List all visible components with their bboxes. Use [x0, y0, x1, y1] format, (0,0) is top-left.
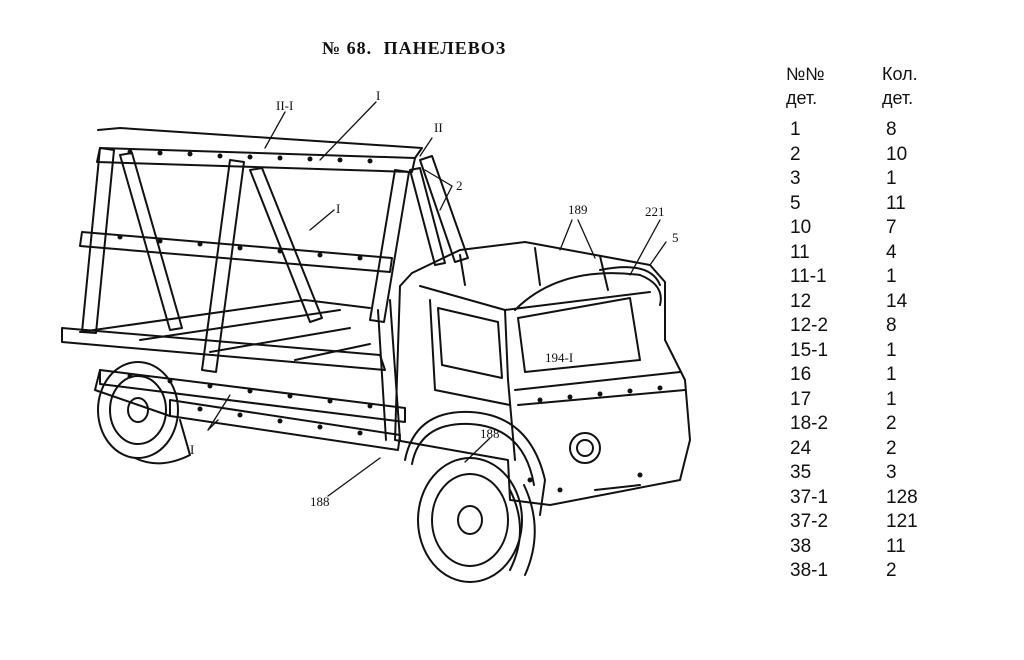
part-number: 16 — [790, 364, 812, 385]
part-number: 11 — [790, 241, 810, 263]
callout-label: 188 — [310, 494, 330, 509]
quantity: 3 — [886, 462, 897, 483]
part-number: 37-2 — [790, 511, 829, 532]
front-wheel — [417, 457, 536, 583]
table-row: 24 2 — [786, 437, 986, 461]
part-number: 37-1 — [790, 486, 829, 508]
callout-label: I — [376, 88, 380, 103]
header-line: Кол. — [882, 64, 918, 84]
leader-lines — [207, 101, 667, 497]
callout-label: 194-I — [545, 350, 573, 365]
wheel-arch — [404, 410, 546, 516]
part-number: 11-1 — [790, 266, 827, 287]
header-line: дет. — [882, 88, 914, 108]
part-number: 10 — [790, 217, 812, 238]
quantity-header: Кол. дет. — [882, 62, 918, 110]
quantity: 11 — [886, 192, 906, 214]
part-number-header: №№ дет. — [786, 62, 825, 110]
part-number: 12 — [790, 290, 812, 312]
table-row: 12 14 — [786, 290, 986, 314]
frame-top-strip — [96, 127, 423, 173]
callout-label: I — [190, 442, 194, 457]
quantity: 121 — [886, 511, 918, 532]
quantity: 14 — [886, 290, 908, 312]
quantity: 8 — [886, 119, 897, 140]
quantity: 2 — [886, 413, 897, 434]
callout-label: I — [336, 201, 340, 216]
part-number: 15-1 — [790, 339, 829, 361]
quantity: 2 — [886, 560, 897, 581]
rivet-holes — [117, 149, 663, 493]
table-row: 38-1 2 — [786, 559, 986, 583]
cab-roof — [514, 266, 662, 311]
part-number: 2 — [790, 143, 801, 165]
quantity: 10 — [886, 143, 908, 165]
quantity: 1 — [886, 388, 897, 410]
table-row: 37-2 121 — [786, 510, 986, 534]
callout-label: 188 — [480, 426, 500, 441]
part-number: 1 — [790, 119, 801, 140]
header-line: №№ — [786, 64, 825, 84]
part-number: 18-2 — [790, 413, 829, 434]
table-row: 17 1 — [786, 388, 986, 412]
part-number: 38-1 — [790, 560, 829, 581]
header-line: дет. — [786, 88, 818, 108]
quantity: 1 — [886, 339, 897, 361]
quantity: 7 — [886, 217, 897, 238]
chassis-rails — [94, 369, 406, 451]
quantity: 8 — [886, 315, 897, 336]
part-number: 35 — [790, 462, 812, 483]
quantity: 128 — [886, 486, 918, 508]
table-row: 2 10 — [786, 143, 986, 167]
part-number: 12-2 — [790, 315, 829, 336]
table-row: 10 7 — [786, 216, 986, 240]
quantity: 1 — [886, 266, 897, 287]
table-row: 37-1 128 — [786, 486, 986, 510]
table-row: 11-1 1 — [786, 265, 986, 289]
callout-label: 2 — [456, 178, 463, 193]
rear-wheel — [97, 361, 191, 465]
page-title: № 68. ПАНЕЛЕВОЗ — [322, 38, 506, 59]
table-row: 38 11 — [786, 535, 986, 559]
callout-label: 221 — [645, 204, 665, 219]
frame-middle-strip — [79, 231, 393, 273]
frame-posts — [81, 147, 410, 373]
callout-label: 189 — [568, 202, 588, 217]
callout-label: 5 — [672, 230, 679, 245]
quantity: 11 — [886, 535, 906, 557]
quantity: 4 — [886, 241, 897, 263]
quantity: 2 — [886, 437, 897, 459]
table-row: 12-2 8 — [786, 314, 986, 338]
model-number: № 68. — [322, 38, 373, 58]
quantity: 1 — [886, 364, 897, 385]
table-row: 16 1 — [786, 363, 986, 387]
table-row: 11 4 — [786, 241, 986, 265]
model-name: ПАНЕЛЕВОЗ — [383, 38, 507, 58]
table-row: 5 11 — [786, 192, 986, 216]
callout-label: II-I — [276, 98, 293, 113]
callout-labels: I II-I II 2 I 189 221 5 194-I 188 188 I — [190, 88, 679, 509]
truck-illustration: I II-I II 2 I 189 221 5 194-I 188 188 I — [61, 88, 691, 583]
cab-body — [377, 241, 691, 506]
table-row: 35 3 — [786, 461, 986, 485]
part-number: 5 — [790, 192, 801, 214]
quantity: 1 — [886, 168, 897, 189]
part-number: 3 — [790, 168, 801, 189]
headlight — [569, 432, 641, 491]
callout-label: II — [434, 120, 443, 135]
frame-diagonals — [119, 152, 469, 331]
part-number: 38 — [790, 535, 812, 557]
table-row: 18-2 2 — [786, 412, 986, 436]
part-number: 24 — [790, 437, 812, 459]
table-row: 15-1 1 — [786, 339, 986, 363]
part-number: 17 — [790, 388, 812, 410]
platform-deck — [61, 299, 386, 371]
